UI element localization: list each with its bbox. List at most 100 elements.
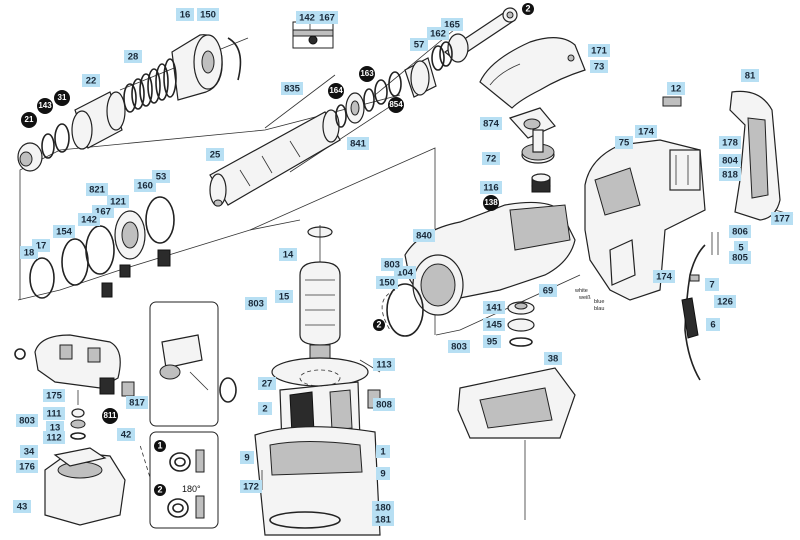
svg-text:6: 6 <box>710 320 715 331</box>
callout-121: 121 <box>107 195 129 208</box>
ring-part <box>41 133 55 159</box>
svg-text:817: 817 <box>129 398 145 409</box>
svg-text:803: 803 <box>19 416 35 427</box>
svg-text:180: 180 <box>375 503 391 514</box>
svg-text:1: 1 <box>380 447 386 458</box>
svg-text:854: 854 <box>389 100 403 109</box>
svg-text:2: 2 <box>157 484 162 494</box>
callout-22: 22 <box>82 74 100 87</box>
svg-text:803: 803 <box>384 260 400 271</box>
bearing-stack-part <box>507 301 535 347</box>
callout-818: 818 <box>719 168 741 181</box>
callout-821: 821 <box>86 183 108 196</box>
svg-text:160: 160 <box>137 181 153 192</box>
svg-text:167: 167 <box>319 13 335 24</box>
svg-text:805: 805 <box>732 253 749 264</box>
svg-text:142: 142 <box>81 215 97 226</box>
callout-dark-31: 31 <box>54 90 70 106</box>
callout-874: 874 <box>480 117 502 130</box>
svg-text:164: 164 <box>329 86 343 95</box>
callout-150-top: 150 <box>197 8 219 21</box>
callout-804: 804 <box>719 154 741 167</box>
svg-text:104: 104 <box>397 268 414 279</box>
svg-text:167: 167 <box>95 207 111 218</box>
svg-text:116: 116 <box>483 183 498 194</box>
crank-gear-assembly <box>508 107 556 193</box>
callout-9-right: 9 <box>376 467 390 480</box>
callout-18: 18 <box>20 246 38 259</box>
svg-text:12: 12 <box>671 84 682 95</box>
sleeve-part <box>171 34 242 101</box>
callout-5: 5 <box>734 241 748 254</box>
callout-171: 171 <box>588 44 610 57</box>
callout-803-motor: 803 <box>245 297 267 310</box>
callout-840: 840 <box>413 229 435 242</box>
callout-15: 15 <box>275 290 293 303</box>
angle-label: 180° <box>182 484 201 494</box>
callout-116: 116 <box>480 181 502 194</box>
callout-dark-811: 811 <box>102 408 118 424</box>
svg-text:42: 42 <box>121 430 132 441</box>
svg-text:840: 840 <box>416 231 432 242</box>
callout-142-left: 142 <box>78 213 100 226</box>
svg-text:21: 21 <box>25 115 34 124</box>
svg-text:177: 177 <box>774 214 790 225</box>
svg-text:154: 154 <box>56 227 73 238</box>
callout-167-top: 167 <box>316 11 338 24</box>
marker-step-1: 1 <box>154 440 166 452</box>
svg-text:178: 178 <box>722 138 738 149</box>
dust-cap-part <box>71 91 126 150</box>
callout-141: 141 <box>483 301 505 314</box>
bottom-housing-part <box>44 447 126 526</box>
svg-text:16: 16 <box>180 10 191 21</box>
detail-inset-seal <box>292 21 334 49</box>
callout-174-bottom: 174 <box>653 270 675 283</box>
svg-text:818: 818 <box>722 170 738 181</box>
callout-25: 25 <box>206 148 224 161</box>
callout-9-left: 9 <box>240 451 254 464</box>
svg-text:38: 38 <box>548 354 559 365</box>
svg-text:25: 25 <box>210 150 221 161</box>
callout-dark-21: 21 <box>21 112 37 128</box>
callout-6: 6 <box>706 318 720 331</box>
svg-text:112: 112 <box>46 433 61 444</box>
callout-803-left: 803 <box>16 414 38 427</box>
callout-160: 160 <box>134 179 156 192</box>
callout-177: 177 <box>771 212 793 225</box>
ring-part <box>54 123 70 153</box>
svg-text:172: 172 <box>243 482 259 493</box>
handle-housing-part <box>584 96 706 301</box>
callout-38: 38 <box>544 352 562 365</box>
marker-2-left: 2 <box>373 319 385 331</box>
callout-180: 180 <box>372 501 394 514</box>
svg-text:22: 22 <box>86 76 97 87</box>
svg-text:174: 174 <box>638 127 655 138</box>
callout-dark-163: 163 <box>359 66 375 82</box>
svg-text:142: 142 <box>299 13 315 24</box>
power-cable-part <box>681 232 719 381</box>
o-ring-part <box>299 369 341 387</box>
top-cover-part <box>479 37 586 109</box>
svg-text:69: 69 <box>543 286 554 297</box>
armature-part <box>299 225 341 385</box>
spindle-tube-part <box>209 88 375 207</box>
callout-835: 835 <box>281 82 303 95</box>
inset-box-motor <box>149 301 237 427</box>
callout-2: 2 <box>258 402 272 415</box>
svg-text:143: 143 <box>38 101 52 110</box>
callout-808: 808 <box>373 398 395 411</box>
svg-text:150: 150 <box>379 278 395 289</box>
callout-176: 176 <box>16 460 38 473</box>
callout-13: 13 <box>46 421 64 434</box>
marker-2-top: 2 <box>522 3 534 15</box>
svg-text:163: 163 <box>360 69 374 78</box>
svg-text:9: 9 <box>244 453 249 464</box>
svg-text:2: 2 <box>376 319 381 329</box>
chuck-assembly <box>17 34 242 172</box>
tip-cap-part <box>17 142 43 172</box>
svg-text:13: 13 <box>50 423 61 434</box>
connecting-rod-part <box>374 7 518 105</box>
marker-step-2: 2 <box>154 484 166 496</box>
callout-172: 172 <box>240 480 262 493</box>
